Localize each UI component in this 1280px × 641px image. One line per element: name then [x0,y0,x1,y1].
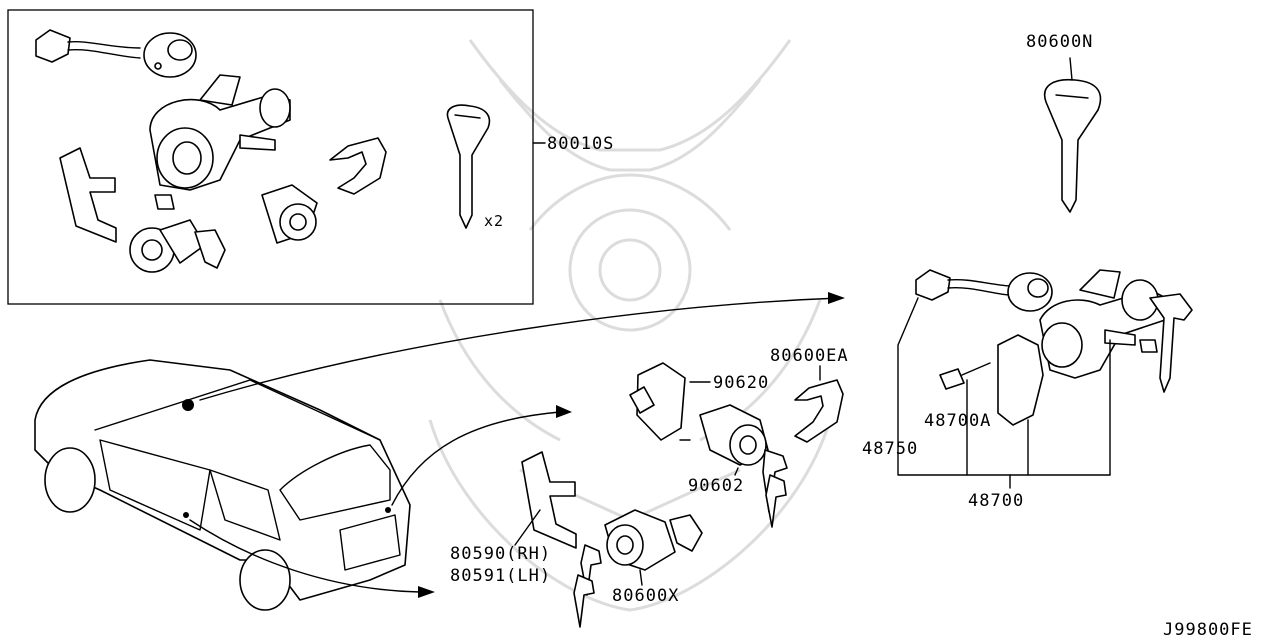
figure-code: J99800FE [1163,620,1253,640]
label-48750: 48750 [862,439,919,459]
kit-key [446,104,491,229]
part-80590-retainer-plate [514,451,577,549]
van-illustration [34,359,411,611]
label-48700: 48700 [968,491,1025,511]
label-80600EA: 80600EA [770,346,849,366]
part-48700-assembly [915,269,1193,426]
kit-ignition-switch [35,29,197,78]
label-80590-rh: 80590(RH) [450,544,552,564]
label-90620: 90620 [713,373,770,393]
kit-steering-lock [149,74,291,210]
label-80591-lh: 80591(LH) [450,566,552,586]
label-48700A: 48700A [924,411,992,431]
kit-clip [329,137,387,195]
label-90602: 90602 [688,476,745,496]
part-90620-bracket [629,362,711,441]
kit-door-lock-cylinder [129,219,226,273]
part-80600EA-clip [794,365,844,443]
part-90602-back-door-cylinder [699,404,788,528]
key-80600N [1043,57,1102,213]
label-quantity-x2: x2 [484,212,505,230]
part-80600X-door-cylinder [573,509,703,628]
label-80600N: 80600N [1026,32,1094,52]
kit-retainer-plate [59,147,117,243]
label-80010S: 80010S [547,134,615,154]
label-80600X: 80600X [612,586,680,606]
leader-lines [679,297,1111,489]
callout-arrows [189,292,845,598]
watermark-logo [428,39,832,612]
kit-trunk-lock-cylinder [261,184,318,244]
kit-box [7,9,534,305]
